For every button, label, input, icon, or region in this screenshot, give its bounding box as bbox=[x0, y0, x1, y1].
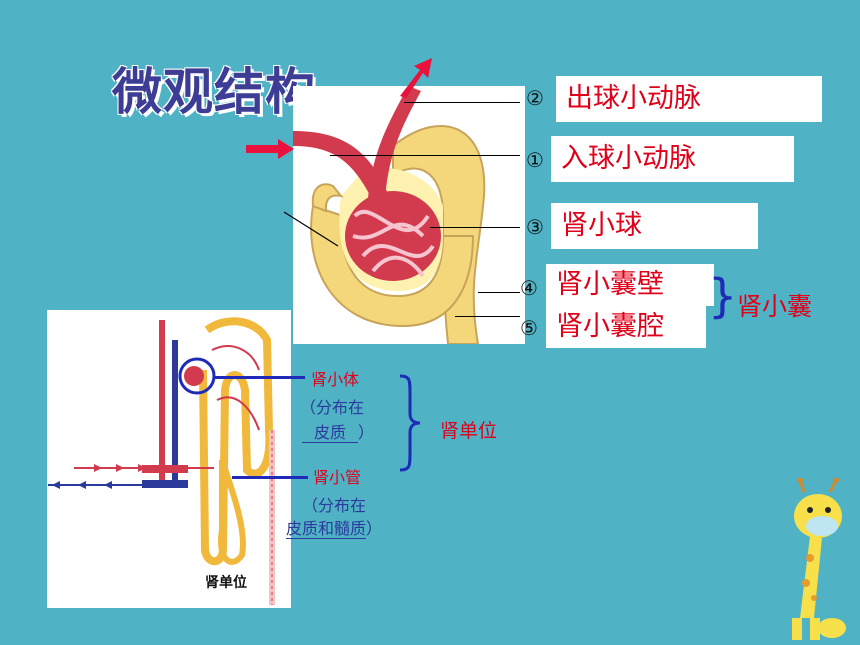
nephron-caption: 肾单位 bbox=[205, 575, 247, 591]
label-afferent-arteriole: 入球小动脉 bbox=[551, 136, 794, 182]
group-label-capsule: 肾小囊 bbox=[737, 292, 813, 321]
giraffe-decoration-icon bbox=[792, 478, 846, 640]
leader-line-4 bbox=[478, 292, 520, 293]
marker-4: ④ bbox=[520, 276, 538, 300]
connector-corpuscle bbox=[213, 376, 305, 379]
leader-line-5 bbox=[455, 316, 520, 317]
slide-title: 微观结构 bbox=[112, 63, 316, 121]
venous-flow-arrows bbox=[48, 481, 188, 489]
label-renal-tubule: 肾小管 bbox=[313, 468, 362, 487]
marker-5: ⑤ bbox=[520, 316, 538, 340]
marker-1: ① bbox=[526, 148, 544, 172]
note-tubule-fill-line: 皮质和髓质） bbox=[286, 515, 382, 539]
connector-tubule bbox=[232, 476, 308, 479]
note-tubule-distribution: （分布在 bbox=[302, 496, 367, 515]
tubule-fill: 皮质和髓质 bbox=[286, 519, 367, 539]
note-corpuscle-distribution: （分布在 bbox=[300, 398, 365, 417]
renal-corpuscle-drawing bbox=[293, 86, 486, 345]
label-efferent-arteriole: 出球小动脉 bbox=[556, 76, 822, 122]
label-capsule-space: 肾小囊腔 bbox=[546, 306, 706, 348]
marker-2: ② bbox=[526, 86, 544, 110]
arterial-flow-arrows bbox=[74, 464, 214, 472]
nephron-bracket bbox=[399, 374, 421, 472]
nephron-illustration: 肾单位 bbox=[47, 310, 291, 608]
renal-corpuscle-illustration bbox=[293, 86, 525, 345]
marker-3: ③ bbox=[526, 215, 544, 239]
capsule-bracket: } bbox=[708, 269, 738, 323]
afferent-flow-arrow bbox=[246, 139, 294, 159]
efferent-flow-arrow bbox=[400, 58, 432, 98]
tubule-close: ） bbox=[366, 519, 383, 538]
nephron-drawing bbox=[142, 317, 275, 605]
label-glomerulus: 肾小球 bbox=[551, 203, 758, 249]
group-label-nephron: 肾单位 bbox=[440, 420, 498, 442]
leader-line-1 bbox=[330, 155, 520, 156]
leader-line-slant bbox=[283, 211, 339, 247]
leader-line-3 bbox=[430, 227, 520, 228]
note-corpuscle-fill-line: 皮质） bbox=[302, 419, 374, 443]
label-capsule-wall: 肾小囊壁 bbox=[546, 264, 714, 306]
leader-line-2 bbox=[404, 102, 520, 103]
corpuscle-close: ） bbox=[358, 423, 375, 442]
corpuscle-fill: 皮质 bbox=[302, 423, 359, 443]
label-renal-corpuscle: 肾小体 bbox=[311, 370, 360, 389]
